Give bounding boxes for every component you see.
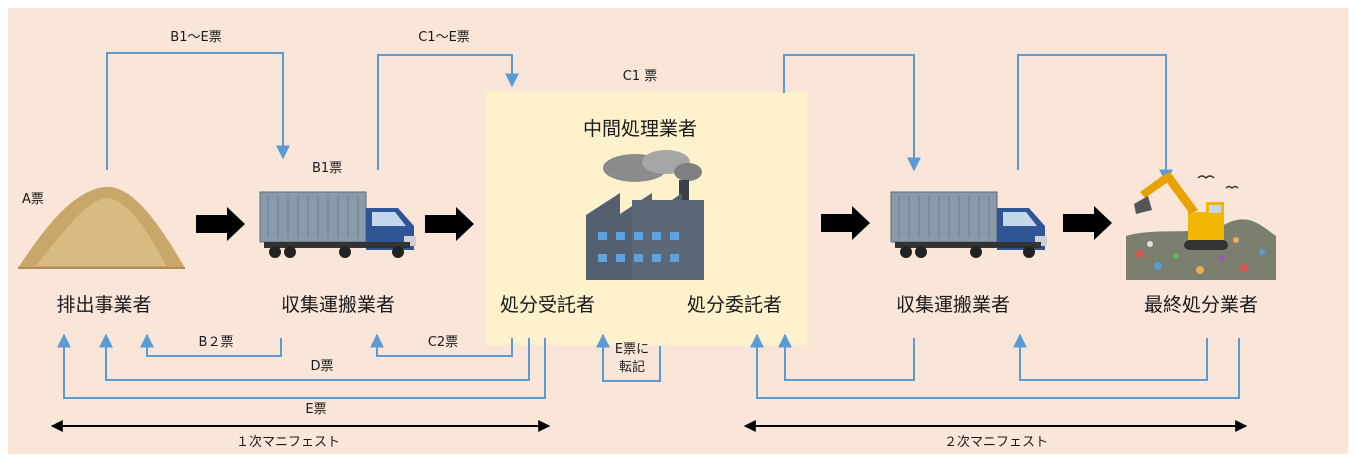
slip-label-b1: B1票 [312,161,343,176]
actor-disposal-consignee: 処分受託者 [500,294,596,316]
actor-discharger: 排出事業者 [56,294,152,316]
process-arrow-2 [425,207,474,241]
phase-label-primary: １次マニフェスト [235,435,341,450]
sand-pile-icon [18,186,185,269]
flow-c1-second [783,54,921,172]
flow-c2-return [370,333,513,357]
slip-label-c1-e: C1～E票 [418,30,470,45]
factory-icon [586,150,704,280]
flow-c1e [377,54,519,170]
process-arrow-3 [821,206,870,240]
process-arrow-4 [1063,206,1112,240]
flow-b1e [106,52,290,170]
flow-secondary-e-return [750,333,1240,399]
flow-d-return [99,333,530,381]
flow-secondary-transport-return [778,333,915,381]
slip-label-e: E票 [305,402,327,417]
truck-icon [890,191,1047,258]
slip-label-e-transfer-2: 転記 [618,360,646,375]
actor-final-disposal: 最終処分業者 [1143,294,1259,316]
phase-label-secondary: ２次マニフェスト [943,435,1049,450]
flow-secondary-final-return [1013,333,1208,381]
slip-label-c1: C1 票 [622,69,658,84]
flow-e-transfer [596,333,661,382]
actor-transporter-1: 収集運搬業者 [280,294,396,316]
actor-intermediate-processor: 中間処理業者 [582,118,698,140]
slip-label-d: D票 [310,359,334,374]
actor-transporter-2: 収集運搬業者 [895,294,1011,316]
flow-c1-final [1017,54,1173,184]
slip-label-b1-e: B1～E票 [170,30,222,45]
process-arrow-1 [196,207,245,241]
flow-e-return [57,333,546,399]
slip-label-c2: C2票 [427,335,459,350]
slip-label-b2: B２票 [198,335,234,350]
slip-label-a: A票 [22,192,44,207]
excavator-landfill-icon [1126,172,1276,280]
actor-disposal-consignor: 処分委託者 [687,294,783,316]
flow-b2-return [140,333,282,357]
slip-label-e-transfer: E票に [614,342,650,357]
truck-icon [259,191,416,258]
